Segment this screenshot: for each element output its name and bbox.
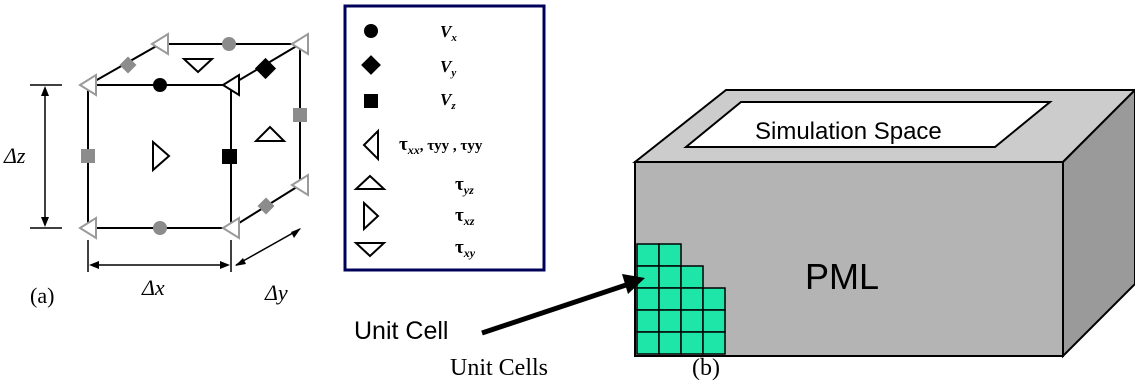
- vy-marker: [257, 197, 275, 215]
- unit-cells-arrow: [481, 274, 645, 336]
- legend-item-tau-yz: τyz: [455, 174, 474, 197]
- dim-y: [235, 228, 301, 266]
- vz-markers: [81, 108, 307, 164]
- tau-normal-marker-front: [221, 73, 240, 97]
- tau-normal-marker: [78, 73, 97, 97]
- legend-diamond-icon: [361, 55, 381, 75]
- legend-square-icon: [364, 94, 378, 108]
- unit-cell-caption: Unit Cell: [354, 317, 448, 345]
- dim-x: [87, 240, 232, 272]
- vx-marker-front: [153, 78, 167, 92]
- legend-item-vy: Vy: [440, 57, 456, 79]
- legend-item-vx: Vx: [440, 22, 457, 44]
- dim-y-label: Δy: [264, 280, 288, 305]
- tau-normal-marker: [290, 32, 309, 56]
- tau-normal-marker: [290, 173, 309, 197]
- tau-normal-marker: [221, 216, 240, 240]
- legend-triangle-left-icon: [362, 128, 379, 162]
- legend-circle-icon: [364, 24, 378, 38]
- vx-markers-gray: [153, 37, 236, 235]
- vy-markers: [119, 56, 277, 215]
- legend-item-vz: Vz: [440, 90, 456, 112]
- vx-marker: [222, 37, 236, 51]
- unit-cells-label: Unit Cells: [450, 355, 548, 381]
- tau-normal-marker: [78, 216, 97, 240]
- tau-xy-marker: [181, 58, 215, 74]
- legend: Vx Vy Vz τxx, τyy , τyy τyz τxz τxy: [343, 4, 546, 272]
- legend-item-tau-xz: τxz: [455, 205, 475, 228]
- dim-x-label: Δx: [141, 275, 165, 300]
- simulation-space-label: Simulation Space: [755, 118, 942, 145]
- legend-triangle-down-icon: [353, 242, 387, 258]
- dim-z-label: Δz: [3, 143, 26, 168]
- tau-xz-marker: [152, 139, 171, 173]
- vz-marker: [81, 149, 95, 163]
- panel-b-label: (b): [692, 355, 720, 381]
- simulation-space-region: [683, 101, 1053, 148]
- tau-normal-markers: [78, 32, 309, 240]
- tau-yz-marker: [253, 125, 287, 142]
- vx-marker: [153, 221, 167, 235]
- tau-normal-marker: [150, 32, 169, 56]
- legend-triangle-right-icon: [363, 200, 380, 232]
- vz-marker: [222, 149, 237, 164]
- legend-triangle-up-icon: [353, 174, 387, 190]
- panel-a-label: (a): [30, 283, 54, 308]
- vz-marker: [293, 108, 307, 122]
- legend-item-tau-xy: τxy: [455, 237, 476, 260]
- pml-label: PML: [805, 256, 879, 297]
- unit-cells-grid: [636, 243, 726, 355]
- dim-z: [30, 84, 62, 229]
- pml-box-diagram: Simulation Space PML: [450, 88, 1135, 381]
- legend-item-tau-normal: τxx, τyy , τyy: [399, 134, 483, 157]
